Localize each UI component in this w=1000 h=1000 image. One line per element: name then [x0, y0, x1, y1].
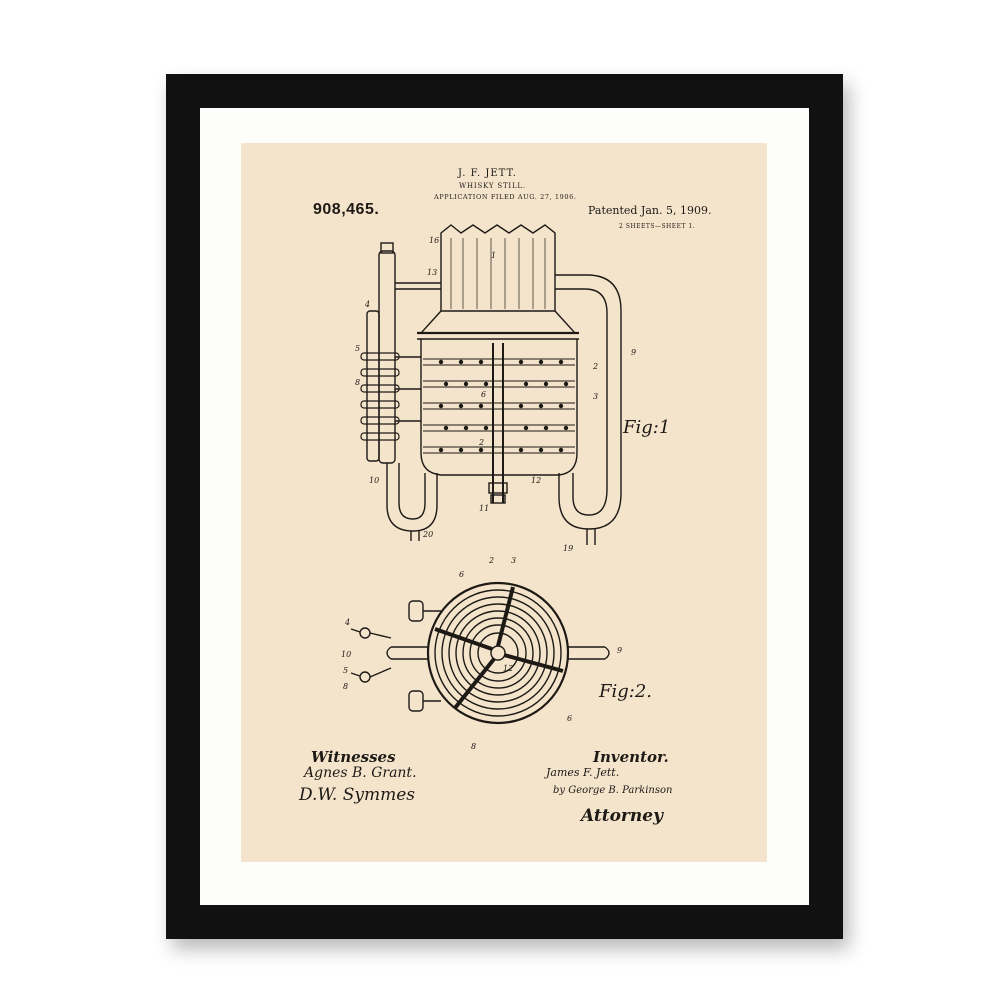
svg-text:2: 2	[488, 556, 494, 565]
witnesses-heading: Witnesses	[311, 748, 396, 766]
fig1-label: Fig:1	[623, 417, 671, 438]
patent-number: 908,465.	[313, 201, 380, 218]
reference-numerals: 16 1 13 4 5 8 9 2 3 6 2 10 11 12 20 19 6…	[341, 236, 636, 751]
attorney-signature: by George B. Parkinson	[553, 785, 673, 796]
inventor-name: J. F. JETT.	[458, 168, 517, 179]
svg-text:6: 6	[459, 570, 464, 579]
svg-text:10: 10	[369, 476, 379, 485]
svg-text:3: 3	[593, 392, 598, 401]
sheet-number: 2 SHEETS—SHEET 1.	[619, 223, 696, 230]
svg-text:10: 10	[341, 650, 351, 659]
svg-text:1: 1	[491, 251, 496, 260]
svg-text:19: 19	[563, 544, 573, 553]
svg-text:11: 11	[479, 504, 489, 513]
attorney-heading: Attorney	[581, 806, 663, 826]
svg-text:5: 5	[343, 666, 348, 675]
svg-text:12: 12	[503, 664, 513, 673]
svg-text:3: 3	[511, 556, 516, 565]
svg-text:6: 6	[567, 714, 572, 723]
svg-text:16: 16	[429, 236, 439, 245]
fig2-still-plan	[350, 581, 610, 725]
svg-text:8: 8	[355, 378, 360, 387]
svg-text:2: 2	[592, 362, 598, 371]
svg-text:13: 13	[427, 268, 437, 277]
svg-text:8: 8	[343, 682, 348, 691]
still-drawing: 16 1 13 4 5 8 9 2 3 6 2 10 11 12 20 19 6…	[341, 224, 636, 751]
fig1-still-elevation	[360, 224, 622, 545]
svg-text:9: 9	[631, 348, 636, 357]
svg-text:9: 9	[617, 646, 622, 655]
svg-text:8: 8	[471, 742, 476, 751]
svg-text:12: 12	[531, 476, 541, 485]
inventor-signature: James F. Jett.	[546, 766, 620, 779]
patent-print: J. F. JETT. WHISKY STILL. APPLICATION FI…	[241, 143, 767, 862]
fig2-label: Fig:2.	[599, 681, 653, 702]
svg-text:5: 5	[355, 344, 360, 353]
patent-title: WHISKY STILL.	[459, 182, 526, 190]
svg-text:20: 20	[422, 530, 433, 539]
inventor-heading: Inventor.	[593, 748, 669, 766]
svg-text:6: 6	[481, 390, 486, 399]
svg-text:2: 2	[478, 438, 484, 447]
svg-text:4: 4	[364, 300, 370, 309]
application-filed: APPLICATION FILED AUG. 27, 1906.	[434, 193, 577, 201]
witness-signature-1: Agnes B. Grant.	[304, 765, 417, 781]
patented-date: Patented Jan. 5, 1909.	[588, 204, 712, 217]
svg-text:4: 4	[344, 618, 350, 627]
witness-signature-2: D.W. Symmes	[299, 785, 416, 805]
